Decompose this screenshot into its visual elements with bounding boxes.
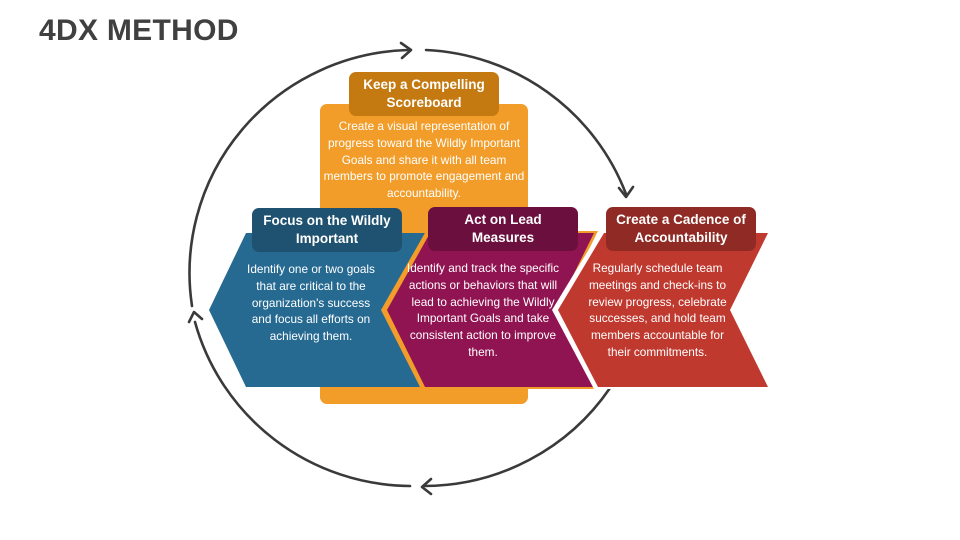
arrow-up-icon: [187, 310, 204, 324]
lead-chevron: [387, 233, 594, 387]
scoreboard-description: Create a visual representation of progre…: [323, 119, 525, 201]
lead-description: Identify and track the specific actions …: [406, 261, 560, 359]
cadence-description: Regularly schedule team meetings and che…: [588, 261, 727, 359]
focus-description: Identify one or two goals that are criti…: [247, 262, 375, 344]
cycle-arc-top-left: [188, 48, 410, 308]
focus-heading: Focus on the Wildly Important: [252, 208, 402, 252]
arrow-right-icon: [399, 41, 413, 60]
cycle-arc-bottom-left: [193, 320, 412, 488]
arrow-left-icon: [420, 477, 433, 496]
cadence-heading: Create a Cadence of Accountability: [606, 207, 756, 251]
cycle-arc-bottom-right: [422, 386, 612, 488]
arrow-down-icon: [617, 185, 635, 199]
scoreboard-heading: Keep a Compelling Scoreboard: [349, 72, 499, 116]
page-title: 4DX METHOD: [39, 14, 239, 47]
lead-heading: Act on Lead Measures: [428, 207, 578, 251]
cycle-arc-top-right: [424, 48, 628, 196]
focus-chevron: [209, 233, 432, 387]
cadence-chevron: [558, 233, 768, 387]
